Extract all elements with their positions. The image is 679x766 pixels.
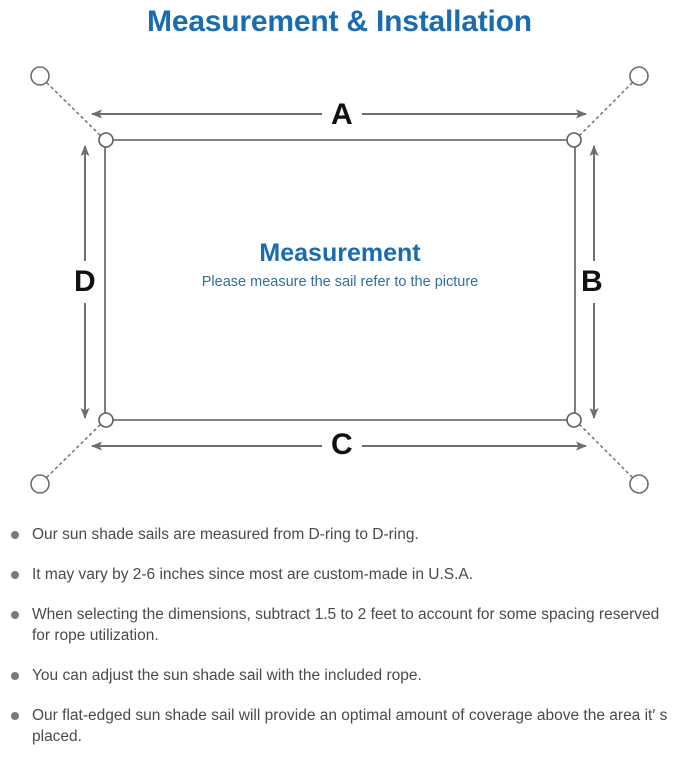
list-item: You can adjust the sun shade sail with t… bbox=[0, 665, 679, 686]
measurement-subtext: Please measure the sail refer to the pic… bbox=[201, 274, 479, 290]
diagram-center-caption: Measurement Please measure the sail refe… bbox=[105, 238, 575, 293]
bullet-icon bbox=[11, 712, 19, 720]
d-ring-top-right bbox=[566, 132, 582, 148]
d-ring-top-left bbox=[98, 132, 114, 148]
list-item-text: It may vary by 2-6 inches since most are… bbox=[32, 566, 474, 583]
list-item-text: Our flat-edged sun shade sail will provi… bbox=[32, 707, 668, 745]
rope-bottom-left bbox=[46, 420, 105, 478]
rope-top-right bbox=[575, 82, 633, 140]
list-item: Our flat-edged sun shade sail will provi… bbox=[0, 705, 679, 747]
measurement-heading: Measurement bbox=[259, 239, 421, 267]
sail-body bbox=[104, 139, 576, 421]
rope-bottom-right bbox=[575, 420, 633, 478]
notes-list: Our sun shade sails are measured from D-… bbox=[0, 524, 679, 766]
anchor-ring-bottom-left bbox=[30, 474, 50, 494]
list-item: When selecting the dimensions, subtract … bbox=[0, 604, 679, 646]
d-ring-bottom-right bbox=[566, 412, 582, 428]
shade-sail-diagram: A B C D Measurement Please measure the s… bbox=[0, 48, 679, 518]
bullet-icon bbox=[11, 611, 19, 619]
dimension-label-b: B bbox=[579, 261, 605, 303]
bullet-icon bbox=[11, 571, 19, 579]
dimension-label-a: A bbox=[322, 100, 362, 130]
d-ring-bottom-left bbox=[98, 412, 114, 428]
diagram-svg bbox=[30, 66, 649, 494]
dimension-label-c: C bbox=[322, 430, 362, 460]
rope-top-left bbox=[46, 82, 105, 140]
bullet-icon bbox=[11, 531, 19, 539]
bullet-icon bbox=[11, 672, 19, 680]
anchor-ring-top-left bbox=[30, 66, 50, 86]
dimension-label-d: D bbox=[72, 261, 98, 303]
list-item-text: Our sun shade sails are measured from D-… bbox=[32, 526, 419, 543]
list-item-text: When selecting the dimensions, subtract … bbox=[32, 606, 660, 644]
anchor-ring-bottom-right bbox=[629, 474, 649, 494]
list-item-text: You can adjust the sun shade sail with t… bbox=[32, 667, 422, 684]
list-item: It may vary by 2-6 inches since most are… bbox=[0, 564, 679, 585]
page-title: Measurement & Installation bbox=[147, 5, 532, 38]
anchor-ring-top-right bbox=[629, 66, 649, 86]
list-item: Our sun shade sails are measured from D-… bbox=[0, 524, 679, 545]
